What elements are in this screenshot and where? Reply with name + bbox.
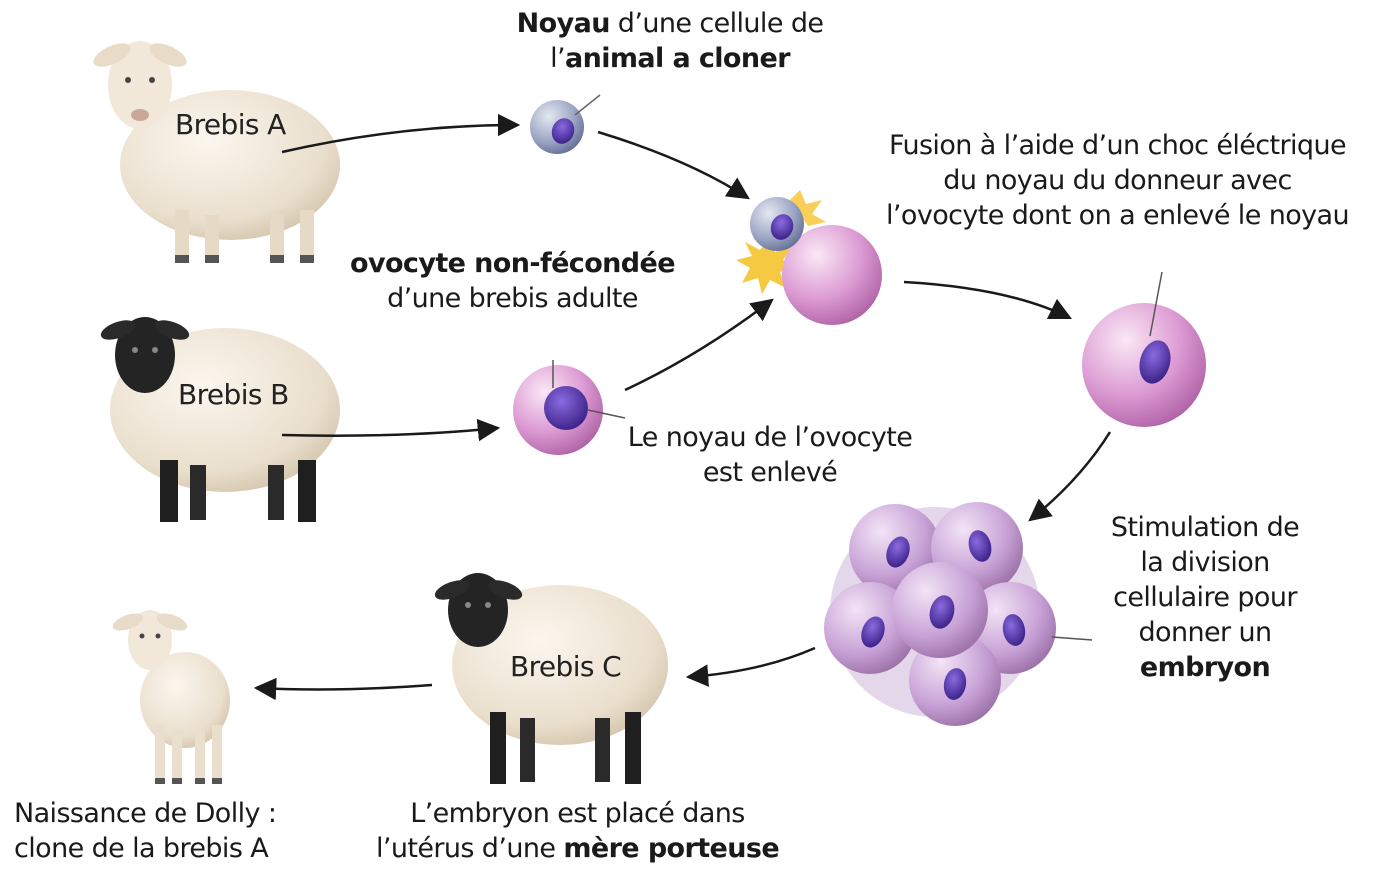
arrow-embryo-to-sheep-c [688,648,815,677]
arrow-sheep-c-to-dolly [256,685,432,689]
stimulation-line3: cellulaire pour [1080,580,1330,615]
sheep-b-illustration [98,316,340,522]
oocyte-label: ovocyte non-fécondée d’une brebis adulte [325,246,700,316]
nucleus-removed-line1: Le noyau de l’ovocyte [600,420,940,455]
dolly-lamb-illustration [111,610,230,784]
stimulation-line2: la division [1080,545,1330,580]
nucleus-removed-line2: est enlevé [600,455,940,490]
sheep-c-label: Brebis C [510,650,621,683]
donor-nucleus-text1: d’une cellule de [610,8,824,39]
sheep-b-label: Brebis B [178,378,289,411]
reconstructed-cell [1082,272,1206,427]
implant-label: L’embryon est placé dans l’utérus d’une … [345,796,810,866]
donor-nucleus-label: Noyau d’une cellule de l’animal a cloner [485,6,855,76]
fusion-label: Fusion à l’aide d’un choc éléctrique du … [855,128,1380,233]
implant-line1: L’embryon est placé dans [345,796,810,831]
embryo-cluster [824,502,1092,726]
stimulation-line4: donner un [1080,615,1330,650]
arrow-donor-to-fusion [598,132,748,198]
birth-line1: Naissance de Dolly : [14,796,334,831]
oocyte-text: d’une brebis adulte [325,281,700,316]
stimulation-label: Stimulation de la division cellulaire po… [1080,510,1330,685]
fusion-line3: l’ovocyte dont on a enlevé le noyau [855,198,1380,233]
donor-nucleus-bold: Noyau [517,8,610,39]
fusion-line1: Fusion à l’aide d’un choc éléctrique [855,128,1380,163]
arrow-fusion-to-cell [904,282,1070,318]
birth-label: Naissance de Dolly : clone de la brebis … [14,796,334,866]
arrow-cell-to-embryo [1030,432,1110,520]
birth-line2: clone de la brebis A [14,831,334,866]
sheep-a-illustration [90,38,340,263]
stimulation-line1: Stimulation de [1080,510,1330,545]
fusion-line2: du noyau du donneur avec [855,163,1380,198]
sheep-a-label: Brebis A [175,108,286,141]
donor-nucleus-bold2: animal a cloner [565,43,790,74]
oocyte-bold: ovocyte non-fécondée [325,246,700,281]
implant-text2: l’utérus d’une [376,833,563,864]
implant-bold: mère porteuse [563,833,779,864]
stimulation-bold: embryon [1080,650,1330,685]
donor-cell [530,95,600,154]
nucleus-removed-label: Le noyau de l’ovocyte est enlevé [600,420,940,490]
donor-nucleus-text2: l’ [550,43,565,74]
